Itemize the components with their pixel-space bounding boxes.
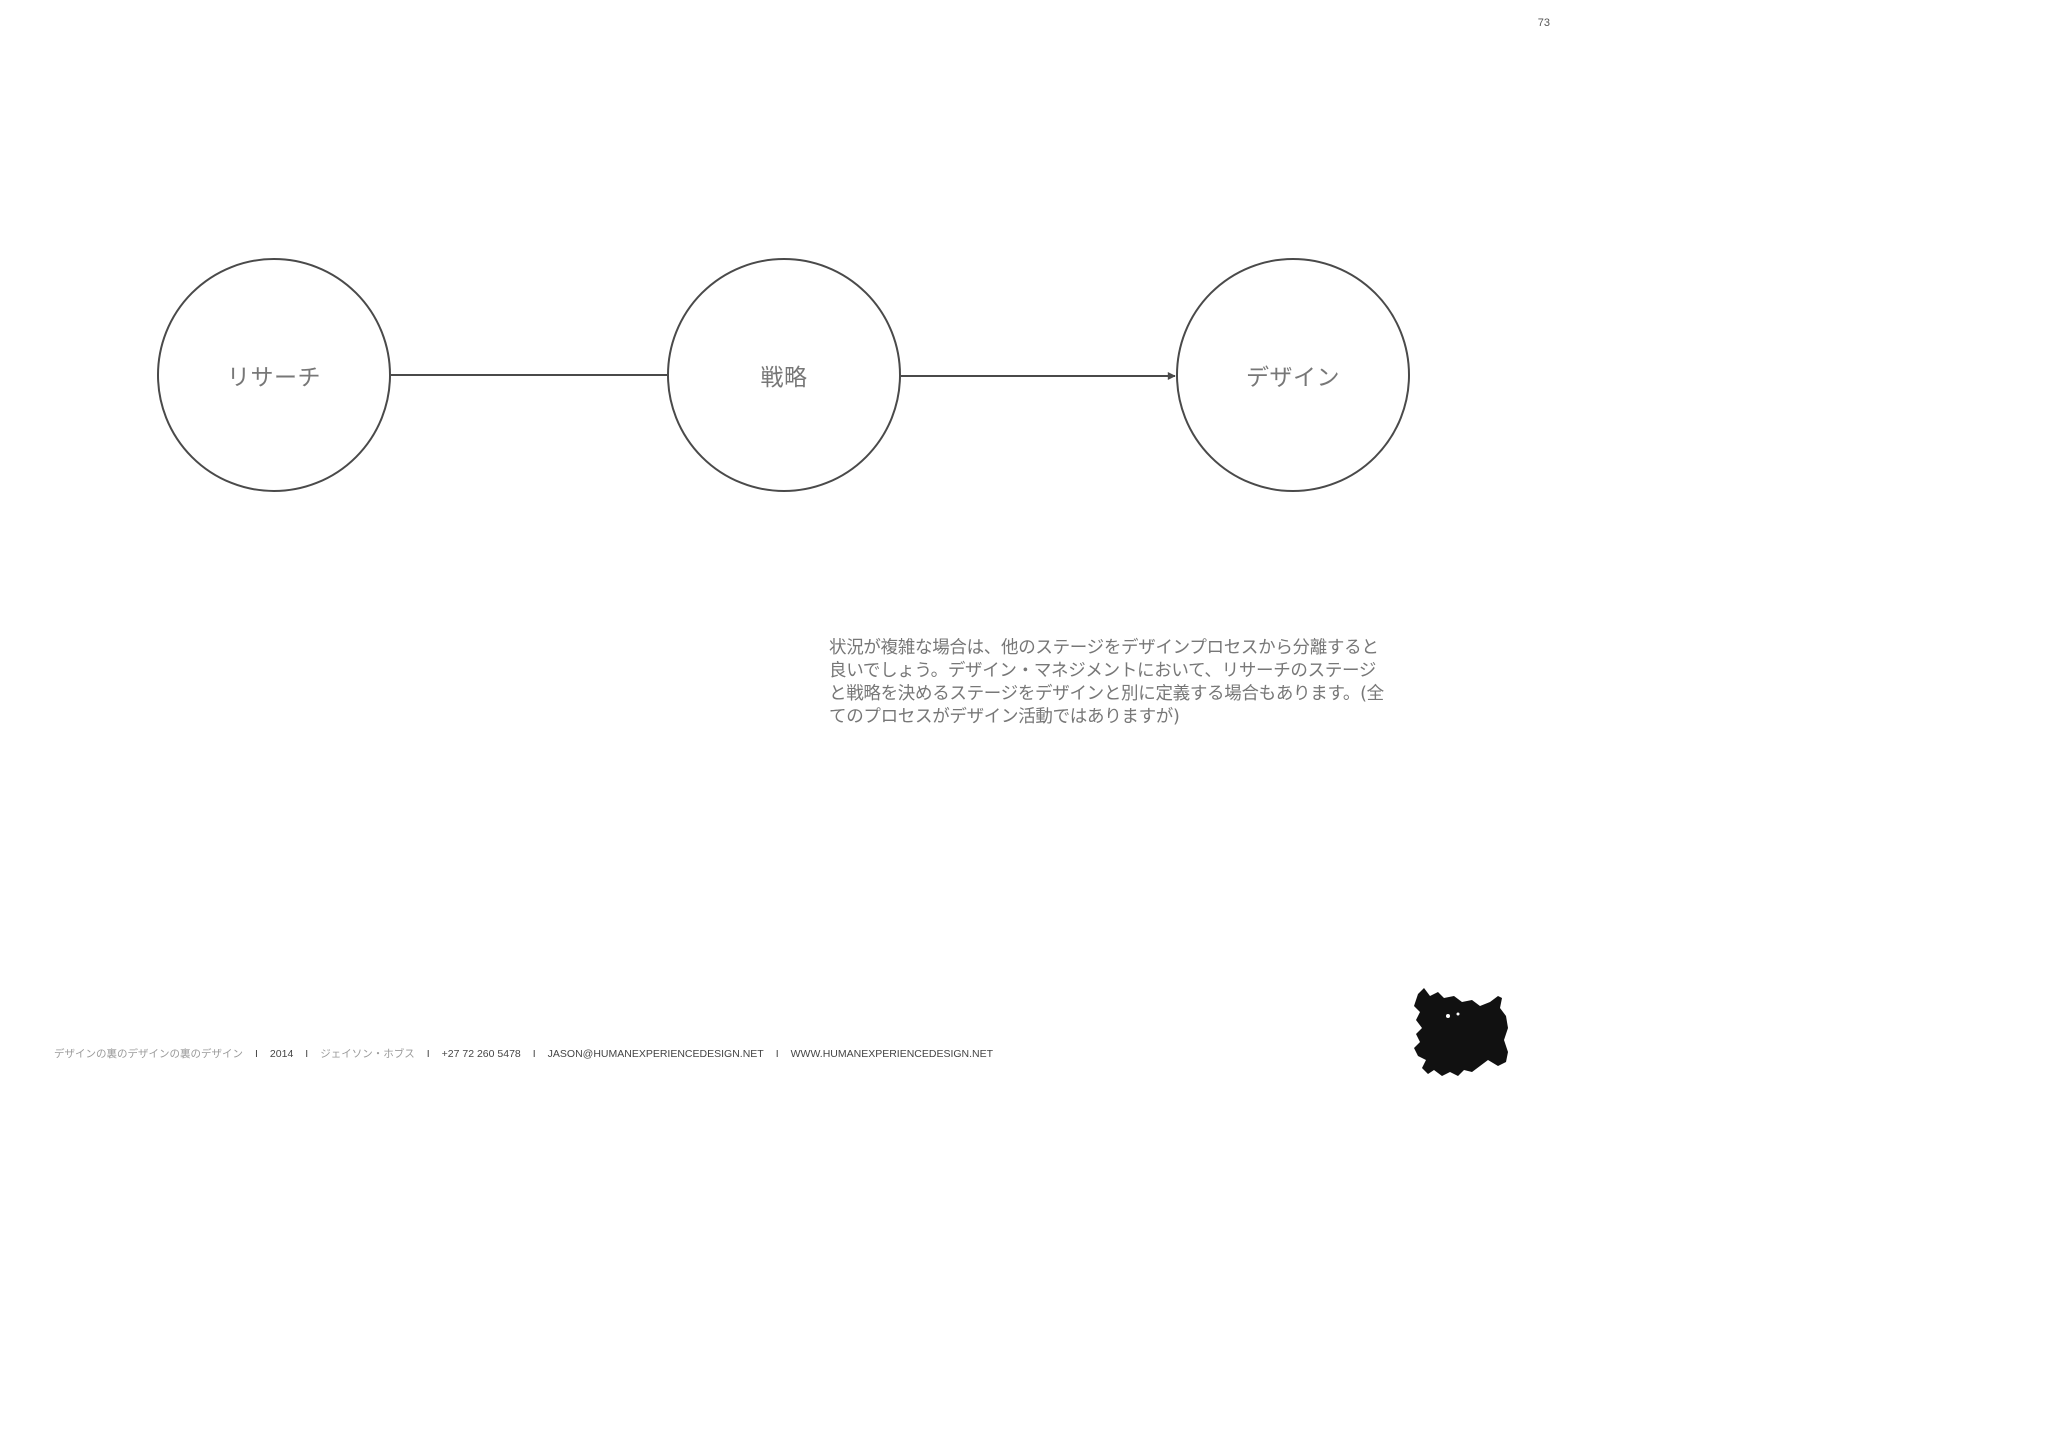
node-design-circle xyxy=(1176,258,1410,492)
node-research-circle xyxy=(157,258,391,492)
footer-title: デザインの裏のデザインの裏のデザイン xyxy=(54,1048,243,1060)
body-paragraph: 状況が複雑な場合は、他のステージをデザインプロセスから分離すると良いでしょう。デ… xyxy=(829,638,1384,727)
footer: デザインの裏のデザインの裏のデザイン I 2014 I ジェイソン・ホブス I … xyxy=(54,1046,993,1061)
footer-author: ジェイソン・ホブス xyxy=(320,1048,415,1060)
footer-separator: I xyxy=(775,1047,779,1060)
creature-logo-icon xyxy=(1414,988,1508,1076)
footer-separator: I xyxy=(255,1047,258,1060)
footer-separator: I xyxy=(532,1047,536,1060)
page-number: 73 xyxy=(1537,17,1550,29)
body-text: 状況が複雑な場合は、他のステージをデザインプロセスから分離すると良いでしょう。デ… xyxy=(829,637,1389,729)
footer-email: JASON@HUMANEXPERIENCEDESIGN.NET xyxy=(547,1047,764,1060)
process-diagram xyxy=(157,258,1410,492)
node-strategy-label: 戦略 xyxy=(760,365,808,391)
footer-website: WWW.HUMANEXPERIENCEDESIGN.NET xyxy=(790,1047,994,1060)
node-strategy-circle xyxy=(667,258,901,492)
node-research-label: リサーチ xyxy=(227,365,321,391)
footer-phone: +27 72 260 5478 xyxy=(441,1047,521,1060)
footer-separator: I xyxy=(305,1047,309,1060)
node-design-label: デザイン xyxy=(1246,365,1340,391)
footer-year: 2014 xyxy=(269,1047,294,1060)
footer-separator: I xyxy=(426,1047,430,1060)
